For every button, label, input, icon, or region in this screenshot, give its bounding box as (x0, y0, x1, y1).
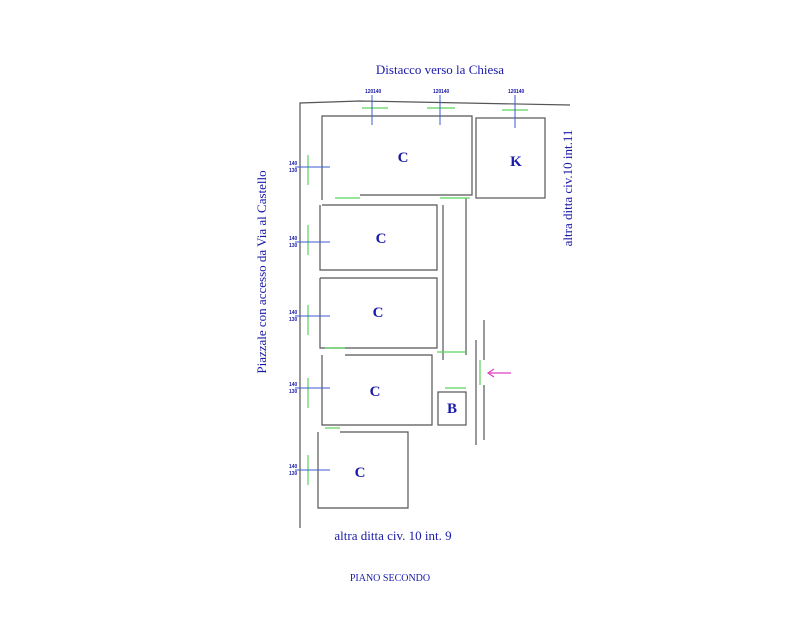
room-label: C (355, 465, 366, 481)
room-labels: C K C C C B C (355, 150, 523, 481)
svg-text:130: 130 (289, 389, 298, 395)
room-label: K (510, 154, 522, 170)
walls (299, 100, 571, 528)
openings (307, 107, 528, 485)
svg-text:130: 130 (289, 471, 298, 477)
svg-text:140: 140 (289, 382, 298, 388)
svg-text:130: 130 (289, 317, 298, 323)
entrance-arrow-icon (486, 368, 511, 378)
svg-text:140: 140 (373, 89, 382, 95)
left-label: Piazzale con accesso da Via al Castello (254, 170, 269, 373)
floor-name: PIANO SECONDO (350, 573, 430, 584)
svg-text:140: 140 (289, 161, 298, 167)
svg-text:130: 130 (289, 168, 298, 174)
svg-text:120: 120 (365, 89, 374, 95)
svg-text:140: 140 (441, 89, 450, 95)
svg-text:140: 140 (289, 464, 298, 470)
room-label: C (373, 305, 384, 321)
svg-text:140: 140 (289, 310, 298, 316)
svg-text:120: 120 (433, 89, 442, 95)
right-label: altra ditta civ.10 int.11 (560, 130, 575, 247)
svg-text:140: 140 (516, 89, 525, 95)
svg-text:140: 140 (289, 236, 298, 242)
svg-text:120: 120 (508, 89, 517, 95)
top-label: Distacco verso la Chiesa (376, 62, 504, 77)
room-label: C (370, 384, 381, 400)
room-label: C (376, 231, 387, 247)
svg-text:130: 130 (289, 243, 298, 249)
bottom-label: altra ditta civ. 10 int. 9 (334, 528, 451, 543)
room-label: C (398, 150, 409, 166)
room-label: B (447, 401, 457, 417)
